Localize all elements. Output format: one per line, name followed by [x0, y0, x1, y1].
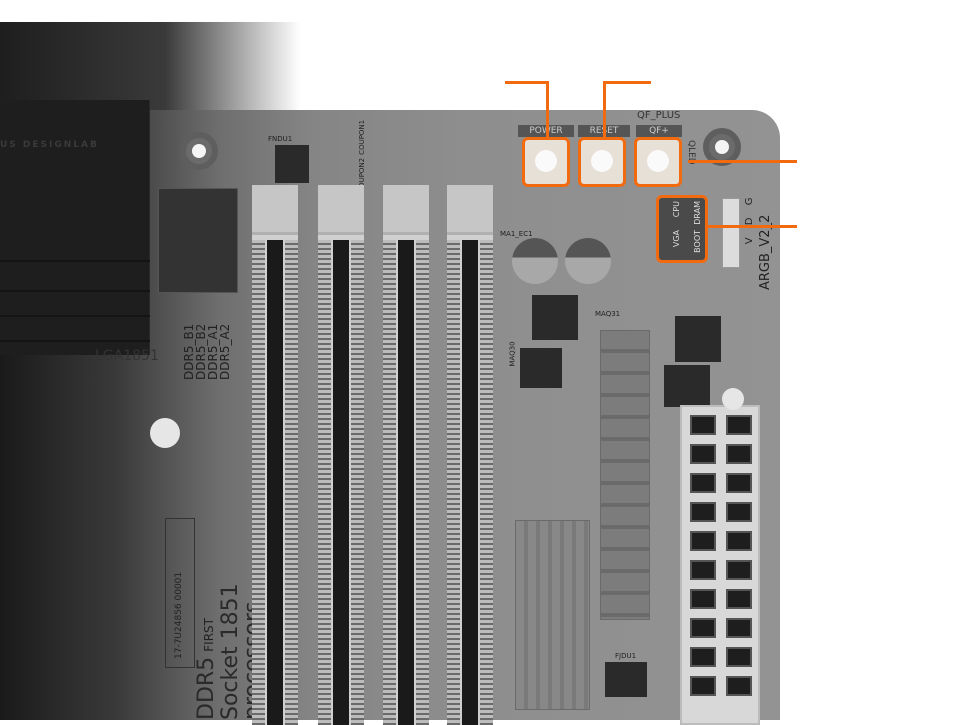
- capacitor: [565, 238, 611, 284]
- callout-line: [688, 160, 797, 163]
- ddr5-label: DDR5: [194, 656, 219, 720]
- led-vga: VGA: [672, 230, 681, 248]
- maq31-label: MAQ31: [595, 310, 621, 318]
- qled-indicators: CPU DRAM VGA BOOT: [656, 195, 708, 263]
- dimm-slot: [447, 185, 493, 725]
- power-button[interactable]: [522, 137, 570, 187]
- fan-header-label: FNDU1: [268, 135, 293, 143]
- mosfet: [675, 316, 721, 362]
- mounting-hole: [722, 388, 744, 410]
- vrm-heatsink: US DESIGNLAB: [0, 100, 150, 355]
- heatsink-brand: US DESIGNLAB: [0, 140, 99, 150]
- maq30-label: MAQ30: [508, 341, 517, 367]
- argb-pin-label: V: [744, 237, 755, 245]
- ma1-label: MA1_EC1: [500, 230, 533, 238]
- callout-line: [505, 81, 549, 84]
- qf-plus-button[interactable]: [634, 137, 682, 187]
- callout-line: [546, 81, 549, 138]
- mounting-hole: [150, 418, 180, 448]
- led-dram: DRAM: [693, 201, 702, 225]
- dimm-slot: [252, 185, 298, 725]
- capacitor: [512, 238, 558, 284]
- serial-sticker: 17-7U24856 00001: [165, 518, 195, 668]
- callout-line: [708, 225, 797, 228]
- coupon-label: COUPON1: [358, 120, 366, 155]
- reset-button[interactable]: [578, 137, 626, 187]
- mosfet: [532, 295, 578, 340]
- mosfet: [520, 348, 562, 388]
- serial-number: 17-7U24856 00001: [174, 571, 184, 659]
- first-label: FIRST: [202, 618, 216, 652]
- argb-pin-label: G: [744, 198, 755, 206]
- argb-header: [722, 198, 740, 268]
- callout-line: [603, 81, 606, 138]
- qf-plus-group-label: QF_PLUS: [637, 110, 681, 121]
- dimm-slot: [383, 185, 429, 725]
- fjdu1-label: FJDU1: [615, 652, 637, 660]
- chip: [275, 145, 309, 183]
- led-boot: BOOT: [693, 230, 702, 253]
- fan-connectors: [158, 188, 238, 293]
- mounting-hole: [703, 128, 741, 166]
- smd-components: [600, 330, 650, 620]
- qled-label: QLED: [686, 140, 696, 165]
- led-cpu: CPU: [672, 201, 681, 218]
- callout-line: [603, 81, 651, 84]
- dimm-slot: [318, 185, 364, 725]
- atx-24pin-connector: [680, 405, 760, 725]
- mosfet: [664, 365, 710, 407]
- socket-text: Socket 1851: [218, 583, 243, 720]
- chip: [605, 662, 647, 697]
- dimm-label: DDR5_A2: [218, 323, 232, 380]
- smd-components: [515, 520, 590, 710]
- socket-label: LGA1851: [95, 348, 159, 364]
- mounting-hole: [180, 132, 218, 170]
- qf-plus-label: QF+: [636, 125, 682, 137]
